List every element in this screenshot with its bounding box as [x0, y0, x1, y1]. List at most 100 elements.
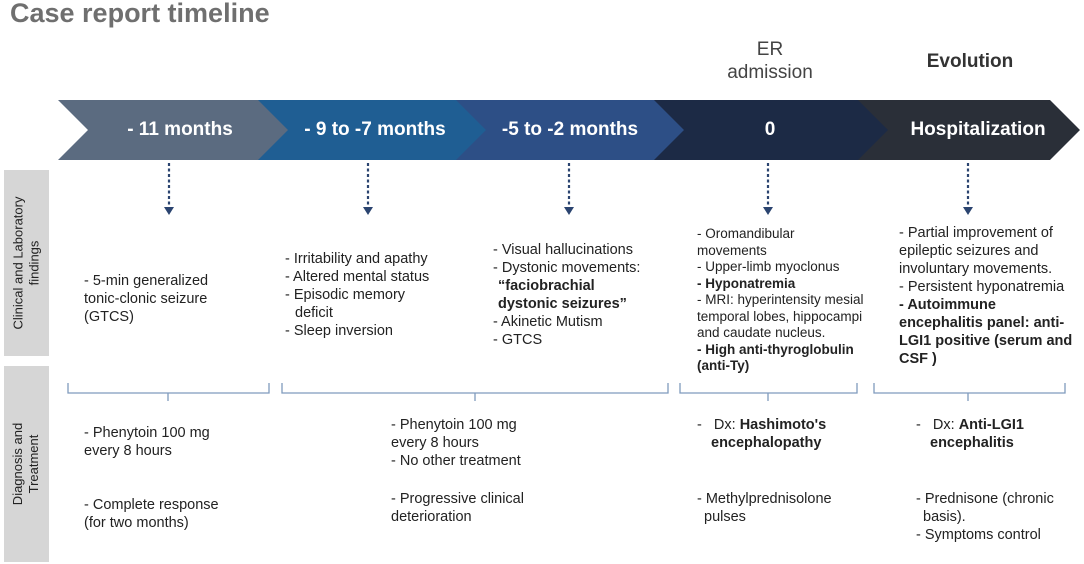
dx-encephalopathy: encephalopathy	[711, 435, 822, 451]
clinical-side-line-1: Clinical and Laboratory	[10, 196, 26, 330]
clinical-col-4-line: movements	[697, 242, 767, 258]
arrowhead-1	[164, 207, 174, 215]
diagnosis-side-line-2: Treatment	[26, 434, 42, 494]
brackets	[67, 383, 1066, 401]
chevron-0	[654, 100, 890, 160]
clinical-col-5-bold-line: encephalitis panel: anti-	[899, 315, 1065, 331]
clinical-col-1-line: (GTCS)	[84, 309, 134, 325]
dx-anti-lgi1: Anti-LGI1	[958, 417, 1024, 433]
clinical-col-4-line: and caudate nucleus.	[697, 325, 826, 340]
chevron-5-to-2-months	[456, 100, 686, 160]
treatment-col-1-line: every 8 hours	[84, 443, 172, 459]
clinical-col-4-line: temporal lobes, hippocampi	[697, 308, 863, 324]
treatment-col-2-line: - Progressive clinical	[391, 491, 524, 507]
treatment-col-5-line: basis).	[923, 509, 966, 525]
clinical-col-3-bold-line: “faciobrachial	[498, 278, 595, 294]
clinical-col-4-line: - Oromandibular	[697, 226, 795, 241]
bracket-2	[281, 383, 669, 401]
arrowhead-5	[963, 207, 973, 215]
clinical-col-5-bold-line: LGI1 positive (serum and	[899, 333, 1073, 349]
chevron-track	[58, 100, 1080, 160]
clinical-col-5-line: - Partial improvement of	[899, 225, 1053, 241]
er-admission-line-2: admission	[727, 62, 813, 83]
timeline-label-4: 0	[764, 119, 776, 140]
clinical-col-2-line: - Sleep inversion	[285, 323, 393, 339]
clinical-col-5-line: involuntary movements.	[899, 261, 1053, 277]
treatment-col-2-line: - No other treatment	[391, 453, 521, 469]
timeline-label-1: - 11 months	[127, 119, 233, 140]
treatment-col-4-outcome: - Methylprednisolone pulses	[697, 490, 832, 526]
treatment-col-2-line: deterioration	[391, 509, 472, 525]
clinical-col-2-line: - Irritability and apathy	[285, 251, 428, 267]
dx-prefix: - Dx:	[697, 417, 740, 433]
clinical-col-1-line: tonic-clonic seizure	[84, 291, 208, 307]
treatment-col-5-line: - Symptoms control	[916, 527, 1041, 543]
treatment-col-5-line: - Prednisone (chronic	[916, 491, 1054, 507]
timeline-label-2: - 9 to -7 months	[304, 119, 446, 140]
treatment-col-2-line: - Phenytoin 100 mg	[391, 417, 517, 433]
clinical-col-2-line: - Altered mental status	[285, 269, 430, 285]
bracket-4	[873, 383, 1066, 401]
clinical-col-3-line: - Dystonic movements:	[493, 260, 641, 276]
clinical-side-line-2: findings	[26, 240, 42, 286]
treatment-col-4-line: - Methylprednisolone	[697, 491, 832, 507]
treatment-col-1-line: - Phenytoin 100 mg	[84, 425, 210, 441]
timeline-label-5: Hospitalization	[910, 119, 1046, 140]
clinical-col-4-bold-line: - High anti-thyroglobulin	[697, 341, 854, 357]
dx-prefix: - Dx:	[916, 417, 959, 433]
treatment-col-1-rx: - Phenytoin 100 mg every 8 hours	[84, 424, 210, 460]
clinical-col-1-line: - 5-min generalized	[84, 273, 209, 289]
clinical-col-3-line: - Visual hallucinations	[493, 242, 633, 258]
er-admission-label: ER admission	[725, 38, 815, 84]
chevron-hospitalization	[858, 100, 1080, 160]
connector-arrowheads	[164, 207, 973, 215]
timeline-label-3: -5 to -2 months	[501, 119, 639, 140]
diagnosis-treatment-text: Diagnosis and Treatment	[11, 423, 43, 505]
dx-hashimoto: Hashimoto's	[739, 417, 827, 433]
treatment-col-2-line: every 8 hours	[391, 435, 479, 451]
arrowhead-2	[363, 207, 373, 215]
clinical-col-4-bold-line: - Hyponatremia	[697, 275, 796, 291]
evolution-label: Evolution	[926, 51, 1014, 72]
clinical-col-5: - Partial improvement of epileptic seizu…	[899, 224, 1072, 368]
dx-encephalitis: encephalitis	[930, 435, 1014, 451]
clinical-col-1: - 5-min generalized tonic-clonic seizure…	[84, 272, 208, 326]
treatment-col-1-outcome: - Complete response (for two months)	[84, 496, 219, 532]
treatment-col-1-line: - Complete response	[84, 497, 219, 513]
treatment-col-4-dx: - Dx: Hashimoto's encephalopathy	[697, 416, 826, 452]
er-admission-line-1: ER	[756, 39, 784, 60]
diagnosis-side-line-1: Diagnosis and	[10, 422, 26, 506]
clinical-col-4-bold-line: (anti-Ty)	[697, 358, 750, 373]
dotted-connectors	[167, 163, 970, 208]
chevron-9-to-7-months	[258, 100, 488, 160]
treatment-col-2-outcome: - Progressive clinical deterioration	[391, 490, 524, 526]
clinical-col-2-line: - Episodic memory	[285, 287, 406, 303]
clinical-col-3: - Visual hallucinations - Dystonic movem…	[493, 241, 640, 349]
clinical-findings-text: Clinical and Laboratory findings	[11, 197, 43, 330]
diagnosis-treatment-side-label: Diagnosis and Treatment	[4, 366, 49, 562]
clinical-col-2-line: deficit	[295, 305, 333, 321]
clinical-col-3-line: - Akinetic Mutism	[493, 314, 603, 330]
treatment-col-5-outcome: - Prednisone (chronic basis). - Symptoms…	[916, 490, 1054, 544]
clinical-col-3-line: - GTCS	[493, 332, 543, 348]
treatment-col-5-dx: - Dx: Anti-LGI1 encephalitis	[916, 416, 1024, 452]
arrowhead-3	[564, 207, 574, 215]
treatment-col-2-rx: - Phenytoin 100 mg every 8 hours - No ot…	[391, 416, 521, 470]
clinical-col-4-line: - MRI: hyperintensity mesial	[697, 292, 864, 307]
clinical-col-5-line: epileptic seizures and	[899, 243, 1039, 259]
bracket-3	[679, 383, 858, 401]
treatment-col-4-line: pulses	[704, 509, 746, 525]
arrowhead-4	[763, 207, 773, 215]
clinical-col-4-line: - Upper-limb myoclonus	[697, 259, 840, 274]
clinical-col-4: - Oromandibular movements - Upper-limb m…	[697, 226, 864, 375]
treatment-col-1-line: (for two months)	[84, 515, 189, 531]
bracket-1	[67, 383, 270, 401]
clinical-col-3-bold-line: dystonic seizures”	[498, 296, 627, 312]
clinical-findings-side-label: Clinical and Laboratory findings	[4, 170, 49, 356]
chevron-11-months	[58, 100, 290, 160]
clinical-col-2: - Irritability and apathy - Altered ment…	[285, 250, 429, 340]
treatment-col-4-dx-line: - Dx: Hashimoto's	[697, 416, 826, 434]
clinical-col-5-line: - Persistent hyponatremia	[899, 279, 1065, 295]
treatment-col-5-dx-line: - Dx: Anti-LGI1	[916, 416, 1024, 434]
